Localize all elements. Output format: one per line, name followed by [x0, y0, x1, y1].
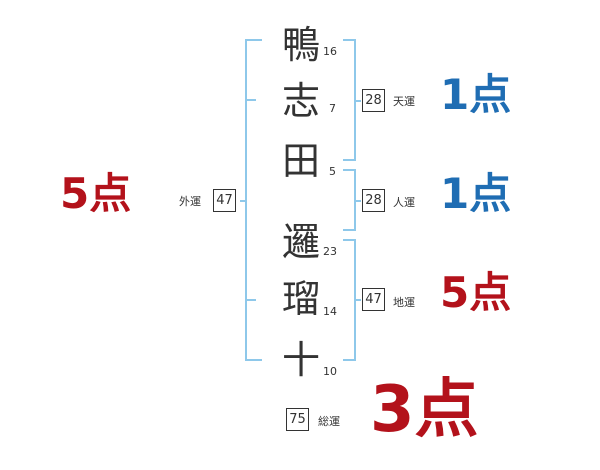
jinkaku-bracket — [343, 169, 356, 231]
name-char-6: 十 — [281, 338, 320, 382]
tenkaku-value: 28 — [362, 89, 385, 112]
tenkaku-score: 1点 — [440, 70, 512, 119]
name-char-1: 鴨 — [281, 23, 320, 67]
soukaku-label: 総運 — [318, 415, 340, 428]
stroke-count-5: 14 — [323, 305, 337, 318]
name-char-2: 志 — [281, 79, 320, 123]
soukaku-score: 3点 — [370, 373, 479, 447]
stroke-count-6: 10 — [323, 365, 337, 378]
stroke-count-1: 16 — [323, 45, 337, 58]
soukaku-value: 75 — [286, 408, 309, 431]
jinkaku-score: 1点 — [440, 169, 512, 218]
tenkaku-bracket — [343, 39, 356, 161]
name-char-4: 邏 — [281, 220, 320, 264]
gaikaku-value: 47 — [213, 189, 236, 212]
chikaku-value: 47 — [362, 288, 385, 311]
jinkaku-label: 人運 — [393, 196, 415, 209]
chikaku-score: 5点 — [440, 268, 512, 317]
gaikaku-score: 5点 — [60, 169, 132, 218]
name-char-3: 田 — [281, 139, 320, 183]
stroke-count-2: 7 — [329, 102, 336, 115]
tenkaku-label: 天運 — [393, 95, 415, 108]
stroke-count-3: 5 — [329, 165, 336, 178]
jinkaku-value: 28 — [362, 189, 385, 212]
name-char-5: 瑠 — [281, 277, 320, 321]
gaikaku-label: 外運 — [179, 195, 201, 208]
stroke-count-4: 23 — [323, 245, 337, 258]
chikaku-label: 地運 — [393, 296, 415, 309]
outer-bracket — [245, 39, 262, 361]
chikaku-bracket — [343, 239, 356, 361]
